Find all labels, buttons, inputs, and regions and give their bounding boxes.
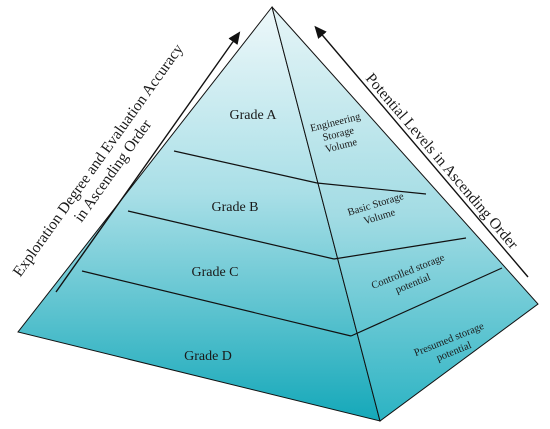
divider-front-c-d [81,270,352,337]
grade-a-label: Grade A [229,108,277,123]
divider-front-b-c [127,210,335,260]
left-arrow [55,31,241,293]
divider-side-c-d [350,267,503,337]
grade-c-label: Grade C [191,265,238,280]
divider-front-a-b [173,150,318,184]
grade-d-label: Grade D [184,349,232,364]
grade-b-label: Grade B [211,200,258,215]
divider-side-a-b [316,182,427,195]
pyramid-side-face [271,6,539,422]
divider-side-b-c [333,237,467,260]
right-arrow [314,25,529,278]
